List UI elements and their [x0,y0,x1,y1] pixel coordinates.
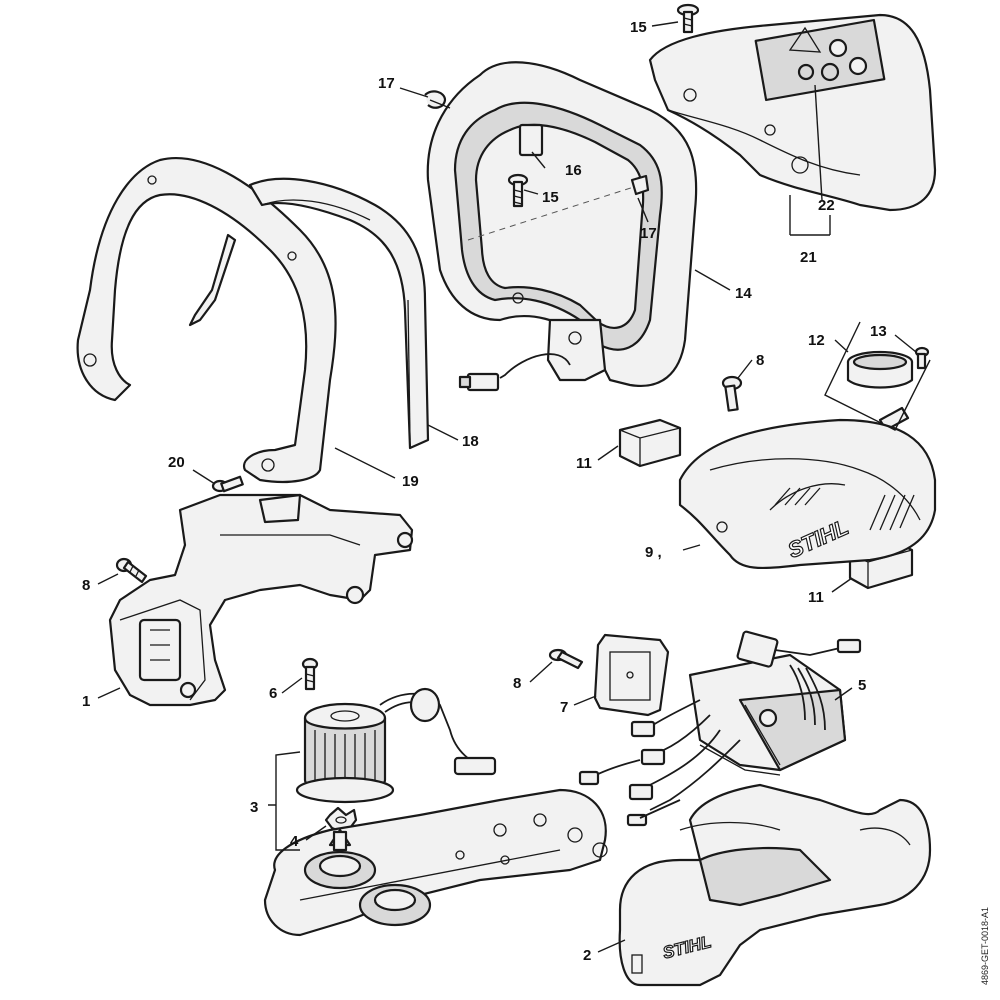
callout-17-lower: 17 [640,225,657,242]
handle-housing-shell[interactable] [108,493,414,707]
motor-cover[interactable]: STIHL [678,418,937,570]
gearbox-base[interactable] [263,788,608,937]
callout-18: 18 [462,433,479,450]
callout-16: 16 [565,162,582,179]
leader-lines [97,21,931,953]
vent-slots-right [869,494,915,531]
module-wiring [578,638,862,827]
callout-labels: 15 17 16 15 17 14 22 21 13 12 8 11 18 19… [82,19,887,964]
callout-14: 14 [735,285,752,302]
callout-7: 7 [560,699,568,716]
callout-8-board: 8 [513,675,521,692]
reference-code: 4869-GET-0018-A1 [980,907,990,985]
handle-cover-strip[interactable] [248,177,430,450]
callout-6: 6 [269,685,277,702]
callout-20: 20 [168,454,185,471]
callout-13: 13 [870,323,887,340]
small-screw[interactable] [914,346,930,370]
switch-cable [458,353,571,392]
screw-board[interactable] [548,648,584,670]
knob[interactable] [846,350,914,389]
screw-frame[interactable] [507,173,529,208]
lower-housing[interactable]: STIHL [618,783,932,987]
vent-slots-left [774,487,821,506]
top-cover[interactable] [648,13,937,212]
rear-handle-frame[interactable] [426,61,698,387]
callout-4: 4 [290,833,299,850]
callout-5: 5 [858,677,866,694]
circuit-board-plate[interactable] [593,633,670,717]
callout-17-upper: 17 [378,75,395,92]
callout-11-upper: 11 [576,455,592,472]
screw-motor[interactable] [301,657,319,691]
callout-2: 2 [583,947,591,964]
callout-19: 19 [402,473,419,490]
callout-3: 3 [250,799,258,816]
callout-21: 21 [800,249,817,266]
motor[interactable] [295,702,395,804]
screw-motor-cover[interactable] [721,375,743,412]
callout-15-frame: 15 [542,189,559,206]
foam-pad-upper[interactable] [618,418,682,468]
callout-22: 22 [818,197,835,214]
callout-8-housing: 8 [82,577,90,594]
screw-housing-left[interactable] [115,557,148,584]
callout-12: 12 [808,332,825,349]
wire-clip-upper[interactable] [424,90,451,109]
electronics-module[interactable] [688,630,847,776]
callout-11-lower: 11 [808,589,824,606]
screw-housing-top[interactable] [211,475,244,493]
front-handle-bow[interactable] [76,157,337,484]
callout-9: 9 , [645,544,662,561]
screw-top[interactable] [676,3,700,34]
callout-1: 1 [82,693,90,710]
motor-cable [379,687,497,776]
callout-8-cover: 8 [756,352,764,369]
callout-15-top: 15 [630,19,647,36]
